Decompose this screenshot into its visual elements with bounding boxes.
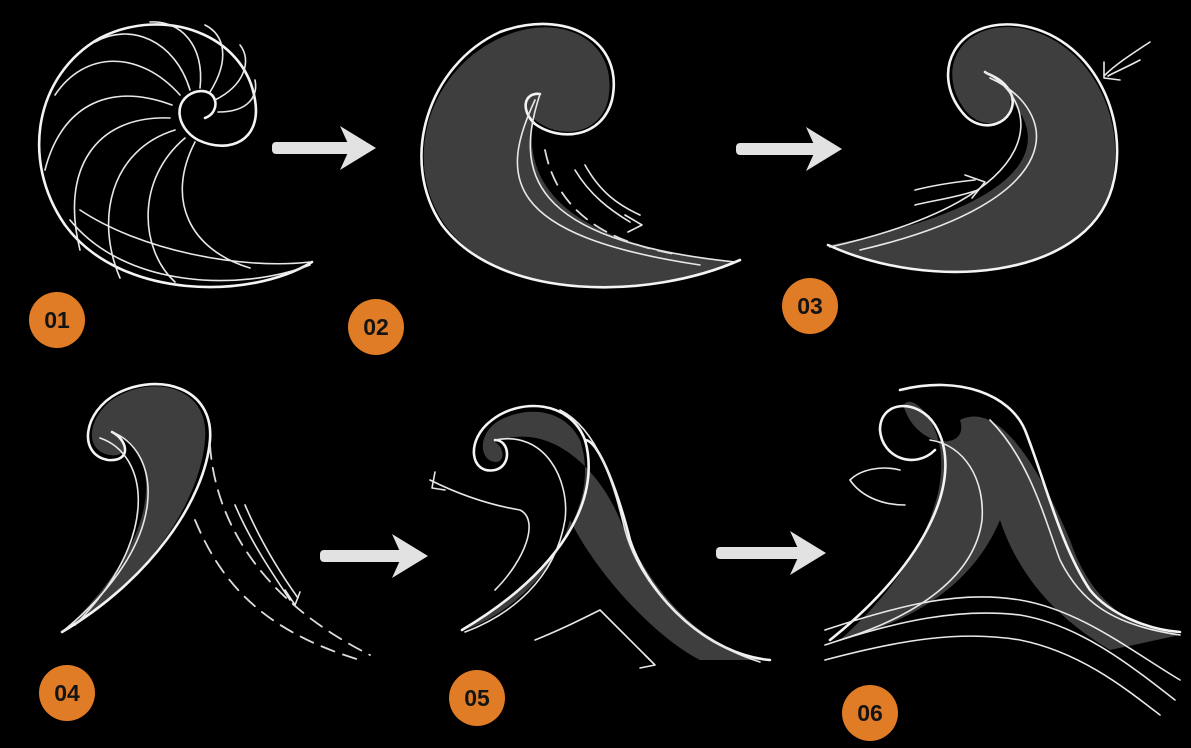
curl-sketch-5 xyxy=(429,404,772,669)
step-label: 04 xyxy=(54,679,80,706)
arrow-right-icon xyxy=(736,127,842,171)
step-badge-03: 03 xyxy=(782,278,838,334)
curl-sketch-4 xyxy=(60,382,371,661)
curl-sketch-3 xyxy=(826,23,1151,274)
arrow-right-icon xyxy=(716,531,826,575)
step-badge-02: 02 xyxy=(348,299,404,355)
wave-sketch-6 xyxy=(824,383,1182,716)
arrow-right-icon xyxy=(320,534,428,578)
step-badge-04: 04 xyxy=(39,665,95,721)
nautilus-shell-sketch xyxy=(37,21,314,289)
step-label: 03 xyxy=(797,292,823,319)
step-badge-06: 06 xyxy=(842,685,898,741)
step-badge-05: 05 xyxy=(449,670,505,726)
step-label: 06 xyxy=(857,699,883,726)
step-label: 05 xyxy=(464,684,490,711)
step-label: 01 xyxy=(44,306,70,333)
arrow-right-icon xyxy=(272,126,376,170)
curl-sketch-2 xyxy=(420,22,742,289)
step-label: 02 xyxy=(363,313,389,340)
step-badge-01: 01 xyxy=(29,292,85,348)
